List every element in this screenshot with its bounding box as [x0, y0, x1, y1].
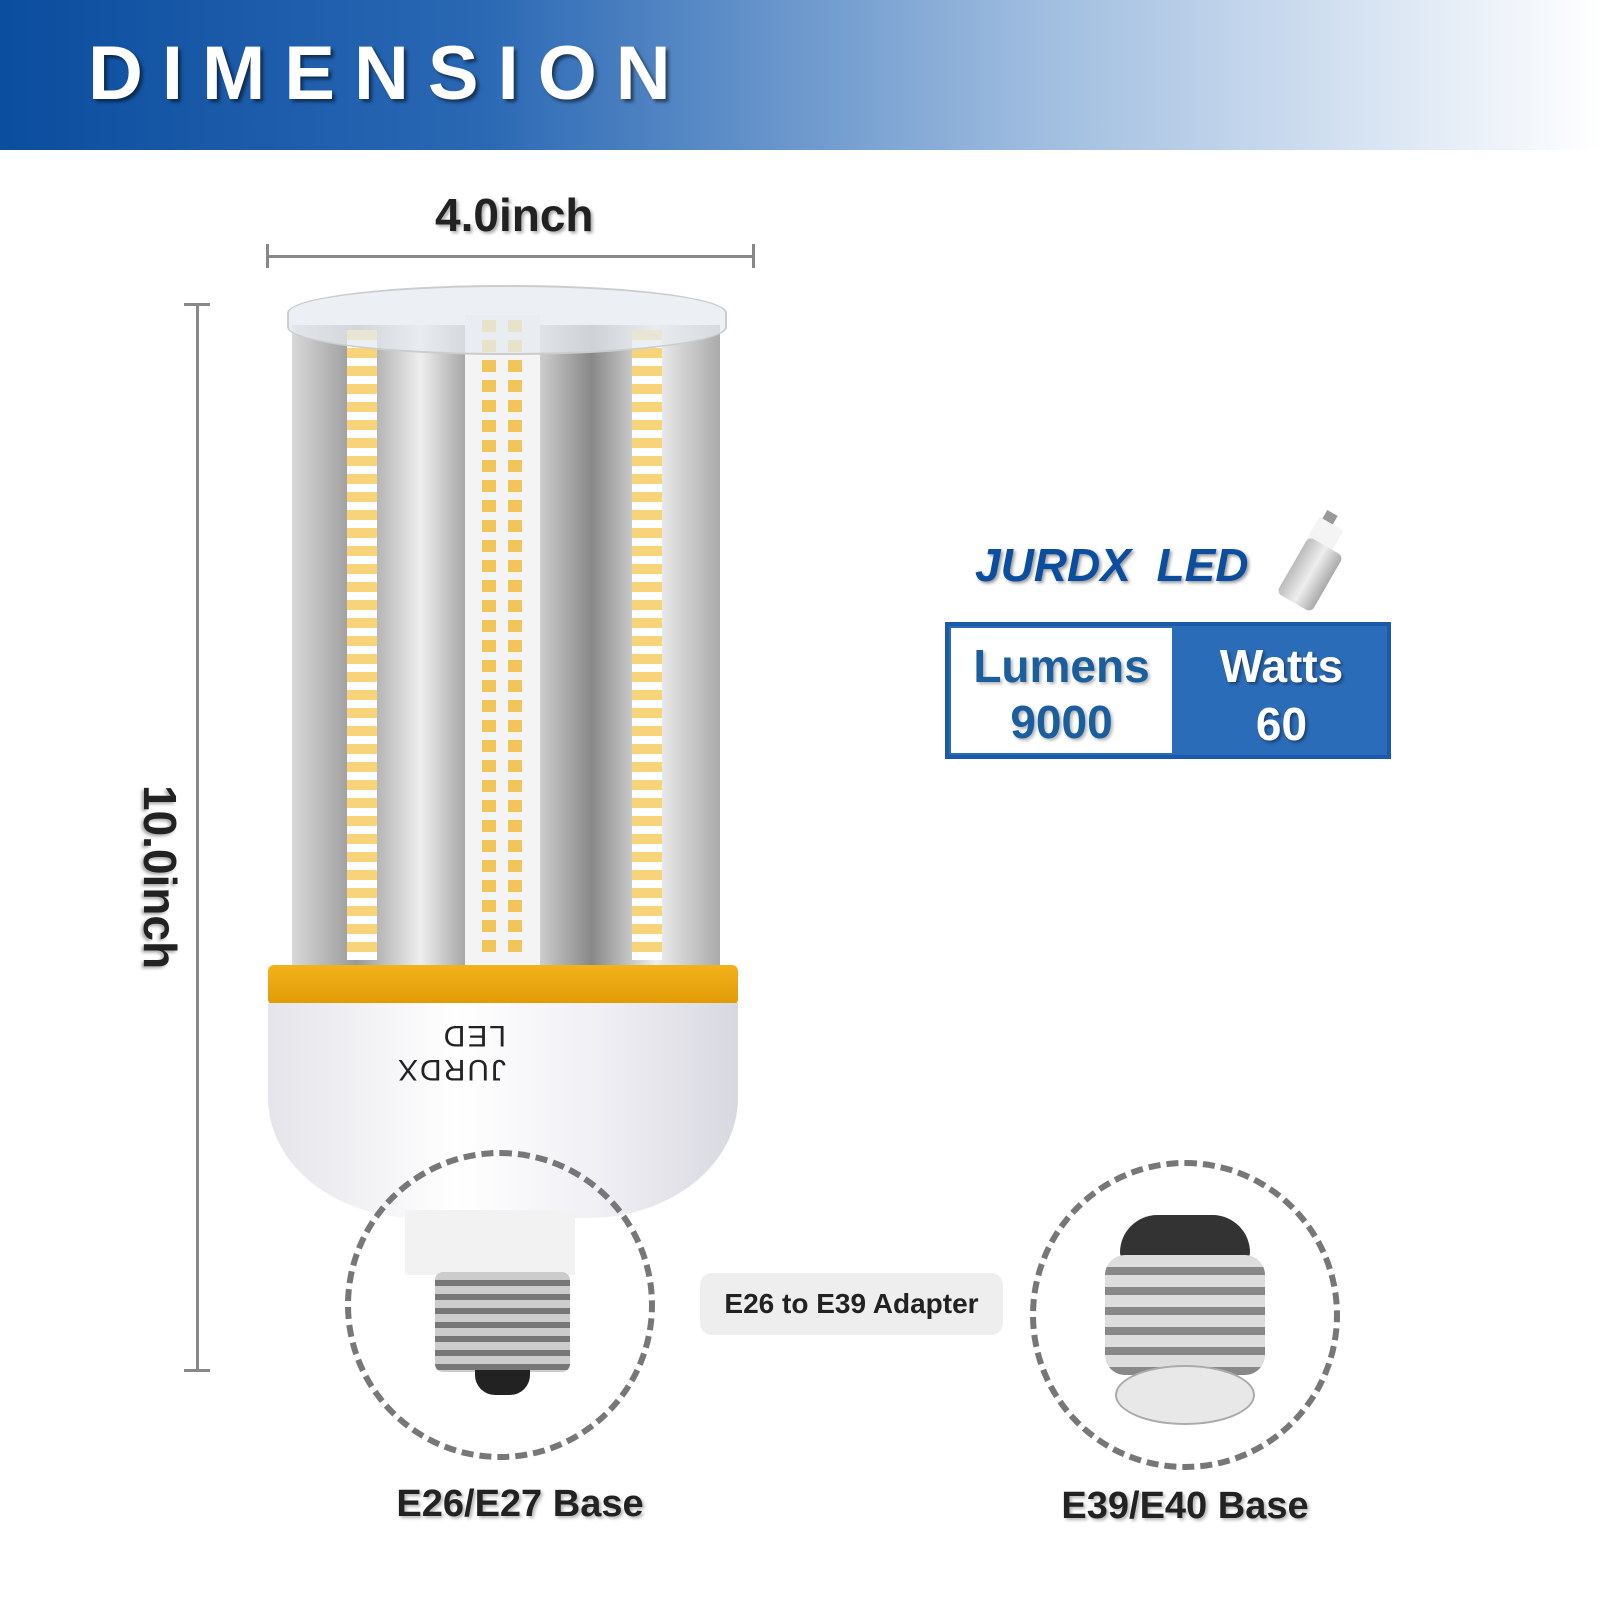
lumens-label: Lumens	[973, 640, 1150, 692]
e26-base-highlight-circle	[345, 1150, 655, 1460]
page-title: DIMENSION	[88, 31, 690, 116]
height-dimension-line	[196, 305, 199, 1371]
bulb-thumbnail-icon	[1276, 509, 1355, 613]
e26-base-label: E26/E27 Base	[396, 1483, 644, 1525]
adapter-label: E26 to E39 Adapter	[724, 1288, 979, 1319]
watts-value: 60	[1255, 698, 1308, 750]
orange-band	[268, 965, 738, 1005]
led-strip	[347, 330, 377, 960]
lumens-value: 9000	[1010, 696, 1113, 748]
watts-label: Watts	[1219, 640, 1344, 692]
e39-adapter-image	[1105, 1215, 1265, 1425]
adapter-badge	[700, 1273, 1003, 1335]
width-tick-left	[266, 244, 269, 268]
width-dimension-line	[268, 255, 754, 258]
height-label: 10.0inch	[134, 784, 186, 970]
led-strip	[482, 320, 527, 955]
height-tick-top	[184, 303, 210, 306]
width-tick-right	[752, 244, 755, 268]
lumens-panel	[951, 628, 1172, 753]
bulb-brand-mark: JURDX LED	[396, 1019, 507, 1086]
width-label: 4.0inch	[435, 189, 594, 241]
bulb-top-cap	[287, 285, 727, 355]
e39-base-highlight-circle	[1030, 1160, 1340, 1470]
e39-base-label: E39/E40 Base	[1061, 1485, 1309, 1527]
height-tick-bottom	[184, 1369, 210, 1372]
brand-logo: JURDX LED	[975, 539, 1249, 591]
header-banner	[0, 0, 1600, 150]
led-strip	[632, 330, 662, 960]
